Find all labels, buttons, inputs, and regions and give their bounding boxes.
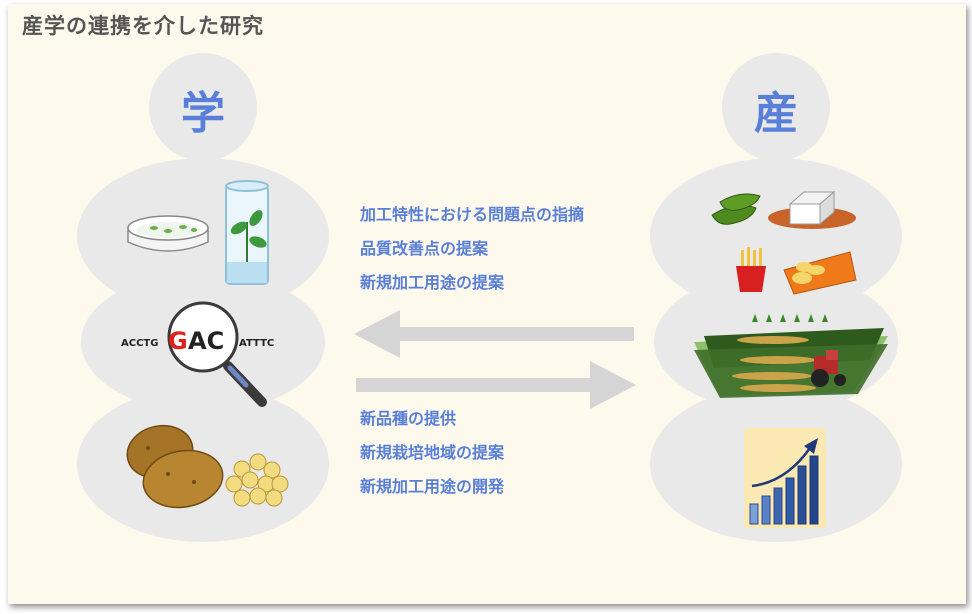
petri-dish-icon <box>127 215 209 252</box>
contribution-line: 新規栽培地域の提案 <box>360 443 505 462</box>
diagram-canvas: 学 産 ACCTG G AC <box>77 53 902 542</box>
feedback-line: 品質改善点の提案 <box>360 239 489 258</box>
academia-label: 学 <box>181 88 225 139</box>
slide-title: 産学の連携を介した研究 <box>22 14 264 38</box>
feedback-line: 新規加工用途の提案 <box>360 273 505 292</box>
arrow-left <box>354 310 634 358</box>
soybeans-icon <box>225 453 289 507</box>
bar-chart-icon <box>744 428 826 528</box>
tofu-icon <box>768 190 856 229</box>
french-fries-icon <box>736 247 766 292</box>
potato-icon <box>126 424 224 509</box>
dna-highlight-ac: AC <box>188 327 224 355</box>
contribution-line: 新規加工用途の開発 <box>360 477 505 496</box>
slide: 産学の連携を介した研究 学 産 <box>8 4 966 604</box>
arrow-right <box>356 361 636 409</box>
industry-feedback-list: 加工特性における問題点の指摘 品質改善点の提案 新規加工用途の提案 <box>360 198 584 300</box>
chips-bag-icon <box>783 251 857 295</box>
academia-contribution-list: 新品種の提供 新規栽培地域の提案 新規加工用途の開発 <box>360 402 504 504</box>
dna-highlight-g: G <box>168 327 188 355</box>
feedback-line: 加工特性における問題点の指摘 <box>360 205 585 224</box>
contribution-line: 新品種の提供 <box>360 409 457 428</box>
field-tractor-icon <box>694 314 888 398</box>
dna-left-sequence: ACCTG <box>121 338 158 349</box>
edamame-icon <box>711 193 761 225</box>
industry-label: 産 <box>754 88 798 139</box>
magnifier-icon <box>167 301 267 407</box>
dna-right-sequence: ATTTC <box>239 338 274 349</box>
test-tube-plant-icon <box>225 180 269 285</box>
